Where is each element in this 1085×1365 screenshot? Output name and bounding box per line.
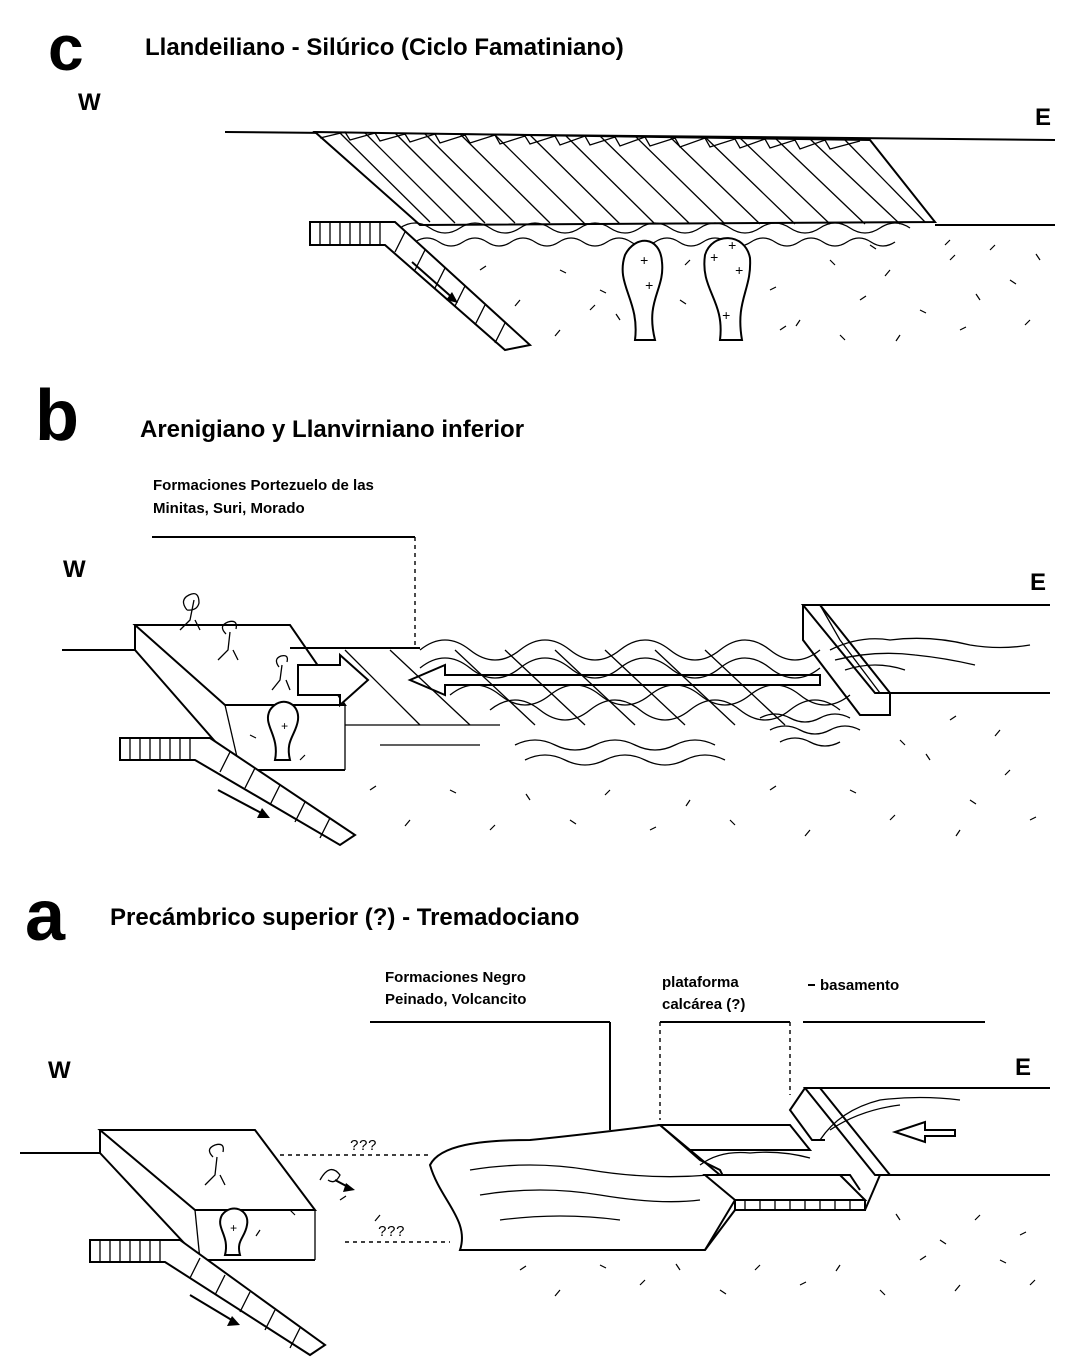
panel-a-letter: a <box>25 876 66 956</box>
panel-b-east-label: E <box>1030 569 1046 596</box>
panel-c-subducting-slab <box>309 221 533 352</box>
panel-c-basement-texture <box>479 239 1041 342</box>
panel-a-platform-blocks <box>657 1124 881 1251</box>
panel-b-arrow-east <box>297 652 370 708</box>
svg-text:+: + <box>230 1222 237 1236</box>
panel-a-east-label: E <box>1015 1054 1031 1081</box>
panel-b-west-label: W <box>63 556 86 583</box>
panel-c-letter: c <box>48 12 84 84</box>
svg-text:+: + <box>640 254 648 270</box>
panel-b-subducting-slab <box>119 737 357 847</box>
svg-text:+: + <box>728 239 736 255</box>
panel-a-formations-line2: Peinado, Volcancito <box>385 991 526 1008</box>
panel-a-unknown-upper: ??? <box>350 1138 377 1155</box>
panel-a-basement-texture <box>255 1195 1036 1297</box>
panel-a-arrow-west <box>891 1120 956 1144</box>
panel-c-thrust-sheets <box>312 130 938 227</box>
panel-a-east-block <box>788 1087 961 1176</box>
panel-b-pluton <box>267 700 300 761</box>
panel-c-west-label: W <box>78 89 101 116</box>
panel-a-subducting-slab <box>89 1239 327 1357</box>
panel-a-platform-line1: plataforma <box>662 974 739 991</box>
panel-a-platform-line2: calcárea (?) <box>662 996 745 1013</box>
panel-b-folded-sheets <box>344 639 851 766</box>
panel-b-letter: b <box>35 376 79 456</box>
panel-b-east-block <box>759 604 1031 747</box>
panel-a: a Precámbrico superior (?) - Tremadocian… <box>20 876 1050 1357</box>
panel-a-basement-label: basamento <box>820 977 899 994</box>
panel-b-basement-texture <box>249 715 1037 837</box>
svg-text:+: + <box>281 720 288 734</box>
panel-c-plutons: + + + + + + <box>621 237 752 341</box>
panel-b: b Arenigiano y Llanvirniano inferior For… <box>35 376 1050 847</box>
svg-text:+: + <box>645 279 653 295</box>
panel-b-volcanoes <box>179 592 291 691</box>
svg-text:+: + <box>735 264 743 280</box>
panel-c-title: Llandeiliano - Silúrico (Ciclo Famatinia… <box>145 34 624 61</box>
panel-c: c Llandeiliano - Silúrico (Ciclo Famatin… <box>48 12 1056 352</box>
svg-text:+: + <box>710 251 718 267</box>
panel-a-title: Precámbrico superior (?) - Tremadociano <box>110 904 579 931</box>
panel-a-west-label: W <box>48 1057 71 1084</box>
panel-c-east-label: E <box>1035 104 1051 131</box>
panel-b-formations-line1: Formaciones Portezuelo de las <box>153 477 374 494</box>
panel-a-unknown-lower: ??? <box>378 1224 405 1241</box>
panel-b-arrow-west <box>407 663 821 697</box>
panel-b-formations-line2: Minitas, Suri, Morado <box>153 500 305 517</box>
panel-b-title: Arenigiano y Llanvirniano inferior <box>140 416 524 443</box>
svg-text:+: + <box>722 309 730 325</box>
panel-a-formations-line1: Formaciones Negro <box>385 969 526 986</box>
